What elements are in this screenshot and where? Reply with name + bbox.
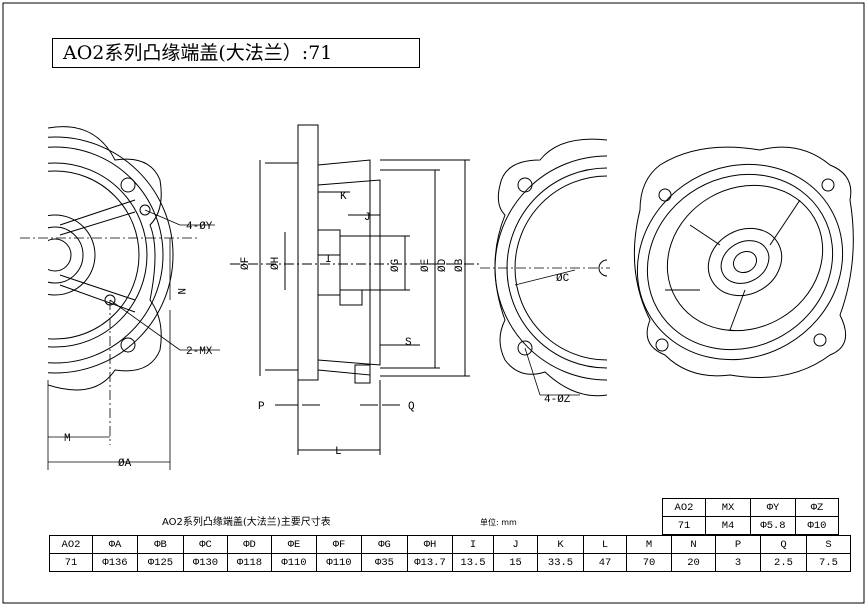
table-caption: AO2系列凸缘端盖(大法兰)主要尺寸表: [162, 517, 331, 528]
table-cell: 20: [671, 553, 716, 572]
table-header: L: [583, 535, 627, 554]
table-cell: 3: [715, 553, 761, 572]
label-l: L: [335, 446, 342, 458]
label-g: ØG: [390, 259, 402, 272]
table-header: Q: [760, 535, 807, 554]
table-cell: Φ5.8: [750, 516, 796, 535]
table-header: AO2: [49, 535, 93, 554]
table-header: P: [715, 535, 761, 554]
table-header: ΦY: [750, 498, 796, 517]
label-4-y: 4-ØY: [186, 221, 213, 233]
front-view-left: [48, 126, 174, 391]
label-c: ØC: [556, 273, 570, 285]
table-header: N: [671, 535, 716, 554]
table-header: ΦH: [407, 535, 453, 554]
table-cell: Φ118: [227, 553, 272, 572]
label-i: I: [325, 254, 332, 266]
table-cell: M4: [705, 516, 751, 535]
table-cell: 7.5: [806, 553, 851, 572]
table-row: 71 M4 Φ5.8 Φ10: [662, 516, 839, 535]
table-header: MX: [705, 498, 751, 517]
label-2-mx: 2-MX: [186, 346, 213, 358]
table-header: K: [537, 535, 584, 554]
table-header: ΦG: [361, 535, 408, 554]
drawing-title: AO2系列凸缘端盖(大法兰）:71: [52, 38, 420, 68]
table-cell: 70: [626, 553, 672, 572]
table-cell: 71: [49, 553, 93, 572]
table-header: M: [626, 535, 672, 554]
rear-view-dims: [480, 267, 610, 396]
table-cell: 47: [583, 553, 627, 572]
small-dimension-table: AO2 MX ΦY ΦZ 71 M4 Φ5.8 Φ10: [662, 498, 839, 535]
table-header: AO2: [662, 498, 706, 517]
table-header: ΦE: [271, 535, 317, 554]
table-cell: Φ136: [92, 553, 138, 572]
label-4-z: 4-ØZ: [544, 394, 571, 406]
label-j: J: [364, 212, 371, 224]
label-n: N: [174, 288, 186, 295]
label-h: ØH: [270, 257, 282, 270]
table-cell: Φ110: [271, 553, 317, 572]
table-header: ΦC: [183, 535, 228, 554]
label-m: M: [64, 433, 71, 445]
label-b: ØB: [454, 258, 466, 272]
table-header: I: [452, 535, 494, 554]
table-cell: 71: [662, 516, 706, 535]
table-header: ΦD: [227, 535, 272, 554]
label-d: ØD: [437, 258, 449, 272]
table-cell: 33.5: [537, 553, 584, 572]
table-cell: 2.5: [760, 553, 807, 572]
table-cell: Φ35: [361, 553, 408, 572]
table-header: ΦF: [316, 535, 362, 554]
table-row: AO2 MX ΦY ΦZ: [662, 498, 839, 517]
table-cell: Φ13.7: [407, 553, 453, 572]
rear-view: [494, 138, 607, 397]
label-q: Q: [408, 401, 415, 413]
label-a: ØA: [118, 458, 132, 470]
label-p: P: [258, 401, 265, 413]
unit-label: 单位: mm: [480, 518, 517, 527]
table-header: ΦZ: [795, 498, 839, 517]
table-cell: 13.5: [452, 553, 494, 572]
table-cell: Φ10: [795, 516, 839, 535]
section-view: [230, 124, 480, 455]
table-cell: Φ130: [183, 553, 228, 572]
table-cell: Φ110: [316, 553, 362, 572]
label-s: S: [405, 337, 412, 349]
front-view-dims: [20, 209, 220, 470]
table-cell: Φ125: [137, 553, 184, 572]
table-header: S: [806, 535, 851, 554]
table-cell: 15: [493, 553, 538, 572]
label-e: ØE: [420, 258, 432, 272]
label-k: K: [340, 191, 347, 203]
table-header: J: [493, 535, 538, 554]
isometric-view: [633, 146, 854, 378]
table-header: ΦA: [92, 535, 138, 554]
table-header: ΦB: [137, 535, 184, 554]
label-f: ØF: [240, 257, 252, 270]
